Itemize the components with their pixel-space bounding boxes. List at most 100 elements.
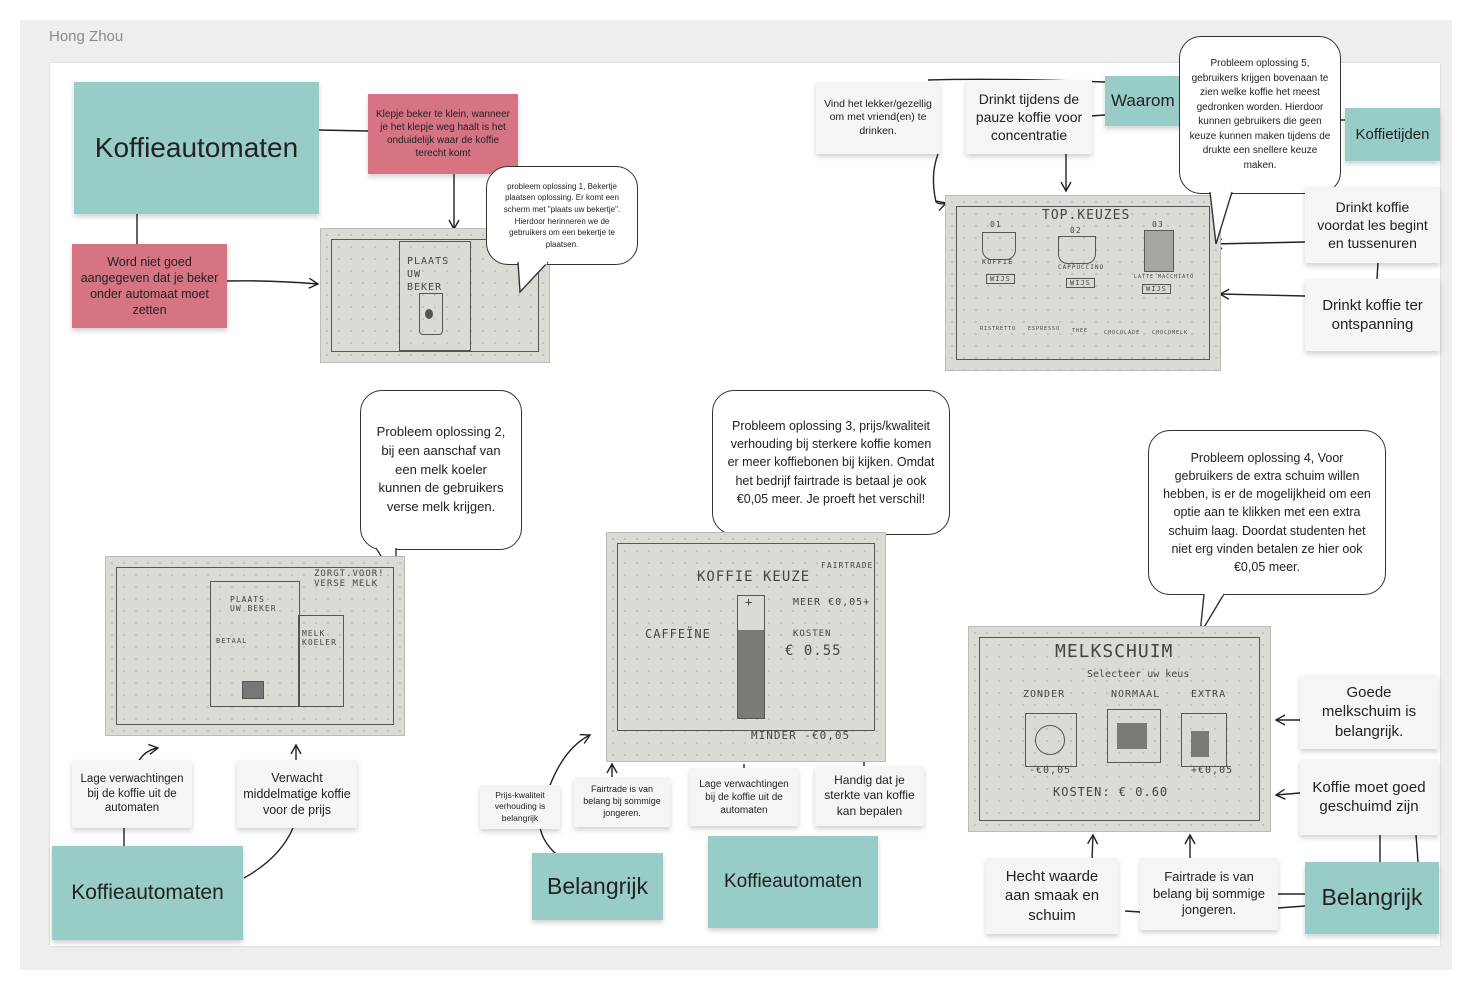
note-koffieautomaten-bottom-left[interactable]: Koffieautomaten xyxy=(52,846,243,940)
note-lage-verwachtingen-2[interactable]: Lage verwachtingen bij de koffie uit de … xyxy=(690,768,798,826)
sketch-plaats-label: PLAATS UW BEKER xyxy=(407,256,450,293)
note-fairtrade-2[interactable]: Fairtrade is van belang bij sommige jong… xyxy=(1140,858,1278,930)
top-num-2: 02 xyxy=(1070,226,1082,235)
note-lage-verwachtingen-1[interactable]: Lage verwachtingen bij de koffie uit de … xyxy=(72,760,192,828)
keuze-minder: MINDER -€0,05 xyxy=(751,729,851,742)
sketch-screen xyxy=(331,239,539,352)
top-item-3: LATTE MACCHIATO xyxy=(1134,274,1195,280)
note-text: Belangrijk xyxy=(1321,884,1423,911)
bubble-text: Probleem oplossing 5, gebruikers krijgen… xyxy=(1189,58,1331,171)
glass-icon xyxy=(1191,731,1209,757)
bubble-tail xyxy=(517,262,549,294)
machine-side xyxy=(298,615,344,707)
note-text: Koffieautomaten xyxy=(71,881,224,905)
keuze-kosten: KOSTEN xyxy=(793,629,832,639)
note-text: Koffieautomaten xyxy=(723,870,863,892)
note-koffietijden[interactable]: Koffietijden xyxy=(1345,108,1440,161)
frame-owner-label: Hong Zhou xyxy=(49,28,124,45)
note-text: Handig dat je sterkte van koffie kan bep… xyxy=(824,772,915,818)
bubble-text: Probleem oplossing 2, bij een aanschaf v… xyxy=(376,423,506,515)
schuim-kosten: KOSTEN: € 0.60 xyxy=(1053,785,1169,799)
note-vind-lekker[interactable]: Vind het lekker/gezellig om met vriend(e… xyxy=(816,82,940,154)
bubble-oplossing-2: Probleem oplossing 2, bij een aanschaf v… xyxy=(360,390,522,550)
bubble-text: Probleem oplossing 4, Voor gebruikers de… xyxy=(1163,451,1371,574)
note-text: Verwacht middelmatige koffie voor de pri… xyxy=(243,770,351,818)
top-small-2: ESPRESSO xyxy=(1028,326,1061,332)
note-text: Vind het lekker/gezellig om met vriend(e… xyxy=(824,97,932,137)
bubble-oplossing-1: probleem oplossing 1, Bekertje plaatsen … xyxy=(486,166,638,265)
note-text: Prijs-kwaliteit verhouding is belangrijk xyxy=(494,790,546,823)
note-text: Lage verwachtingen bij de koffie uit de … xyxy=(699,778,789,816)
note-drinkt-voor-les[interactable]: Drinkt koffie voordat les begint en tuss… xyxy=(1305,187,1440,263)
top-tag-1: WIJS xyxy=(986,274,1015,284)
option-box-normaal[interactable] xyxy=(1107,709,1161,763)
schuim-plus: +€0,05 xyxy=(1191,765,1234,776)
note-text: Hecht waarde aan smaak en schuim xyxy=(1004,867,1100,924)
sketch-screen xyxy=(116,567,394,725)
cup-icon xyxy=(1058,236,1096,264)
cup-icon xyxy=(1117,723,1147,749)
top-num-3: 03 xyxy=(1152,220,1164,229)
note-drinkt-pauze[interactable]: Drinkt tijdens de pauze koffie voor conc… xyxy=(966,80,1092,154)
top-small-3: THEE xyxy=(1072,328,1089,334)
note-belangrijk-2[interactable]: Belangrijk xyxy=(1305,862,1439,934)
schuim-sub: Selecteer uw keus xyxy=(1087,669,1190,680)
note-koffie-goed-geschuimd[interactable]: Koffie moet goed geschuimd zijn xyxy=(1300,759,1438,835)
top-small-4: CHOCOLADE xyxy=(1104,330,1141,336)
note-text: Drinkt koffie voordat les begint en tuss… xyxy=(1317,198,1428,252)
note-text: Koffietijden xyxy=(1355,125,1430,143)
schuim-title: MELKSCHUIM xyxy=(1055,641,1174,662)
note-word-niet-goed[interactable]: Word niet goed aangegeven dat je beker o… xyxy=(72,244,227,328)
coffee-bean-icon xyxy=(425,309,433,319)
note-text: Drinkt koffie ter ontspanning xyxy=(1322,296,1423,334)
note-klepje-beker[interactable]: Klepje beker te klein, wanneer je het kl… xyxy=(368,94,518,174)
note-fairtrade-1[interactable]: Fairtrade is van belang bij sommige jong… xyxy=(574,777,670,827)
sketch-top-keuzes: TOP.KEUZES 01 02 03 KOFFIE CAPPUCCINO LA… xyxy=(945,195,1221,371)
cup-icon xyxy=(982,232,1016,260)
strength-slider[interactable] xyxy=(737,595,765,719)
note-verwacht-middelmatige[interactable]: Verwacht middelmatige koffie voor de pri… xyxy=(237,760,357,828)
top-item-2: CAPPUCCINO xyxy=(1058,264,1105,271)
keuze-title: KOFFIE KEUZE xyxy=(697,569,811,585)
note-text: Klepje beker te klein, wanneer je het kl… xyxy=(376,109,510,159)
note-text: Lage verwachtingen bij de koffie uit de … xyxy=(80,772,184,815)
note-handig[interactable]: Handig dat je sterkte van koffie kan bep… xyxy=(815,766,924,826)
machine-body xyxy=(210,581,300,707)
note-text: Goede melkschuim is belangrijk. xyxy=(1321,683,1417,740)
top-tag-3: WIJS xyxy=(1142,284,1171,294)
keuze-fair: FAIRTRADE xyxy=(821,561,874,570)
schuim-opt-2: NORMAAL xyxy=(1111,689,1161,700)
note-text: Drinkt tijdens de pauze koffie voor conc… xyxy=(975,90,1083,144)
option-box-extra[interactable] xyxy=(1181,713,1227,767)
note-text: Fairtrade is van belang bij sommige jong… xyxy=(1152,868,1265,918)
top-item-1: KOFFIE xyxy=(982,258,1014,266)
bubble-tail xyxy=(1199,592,1225,635)
sketch-melkschuim: MELKSCHUIM Selecteer uw keus ZONDER NORM… xyxy=(968,626,1271,832)
cup-icon xyxy=(419,293,443,335)
no-icon xyxy=(1035,725,1065,755)
note-drinkt-ontspanning[interactable]: Drinkt koffie ter ontspanning xyxy=(1305,279,1440,351)
keuze-price: € 0.55 xyxy=(785,643,842,659)
sketch-screen xyxy=(956,206,1210,360)
top-small-1: RISTRETTO xyxy=(980,326,1017,332)
keuze-plus-icon[interactable]: + xyxy=(745,595,754,609)
note-belangrijk-1[interactable]: Belangrijk xyxy=(532,853,663,920)
sketch-koffie-keuze: KOFFIE KEUZE FAIRTRADE CAFFEÏNE MEER €0,… xyxy=(606,532,886,762)
schuim-opt-3: EXTRA xyxy=(1191,689,1227,700)
bubble-oplossing-3: Probleem oplossing 3, prijs/kwaliteit ve… xyxy=(712,390,950,535)
cup-icon xyxy=(242,681,264,699)
sketch-melk-koeler: MELK KOELER PLAATS UW BEKER BETAAL ZORGT… xyxy=(105,556,405,736)
option-box-zonder[interactable] xyxy=(1025,713,1077,767)
note-goede-melkschuim[interactable]: Goede melkschuim is belangrijk. xyxy=(1300,675,1438,749)
sketch-screen xyxy=(979,637,1260,821)
note-koffieautomaten-bottom-mid[interactable]: Koffieautomaten xyxy=(708,836,878,928)
note-hecht-waarde[interactable]: Hecht waarde aan smaak en schuim xyxy=(986,858,1118,934)
note-text: Koffieautomaten xyxy=(94,131,299,163)
top-small-5: CHOCOMELK xyxy=(1152,330,1189,336)
top-num-1: 01 xyxy=(990,220,1002,229)
note-koffieautomaten-title[interactable]: Koffieautomaten xyxy=(74,82,319,214)
note-prijs-kwaliteit[interactable]: Prijs-kwaliteit verhouding is belangrijk xyxy=(480,785,560,829)
top-tag-2: WIJS xyxy=(1066,278,1095,288)
keuze-caffeine: CAFFEÏNE xyxy=(645,627,711,641)
note-text: Word niet goed aangegeven dat je beker o… xyxy=(80,254,219,318)
